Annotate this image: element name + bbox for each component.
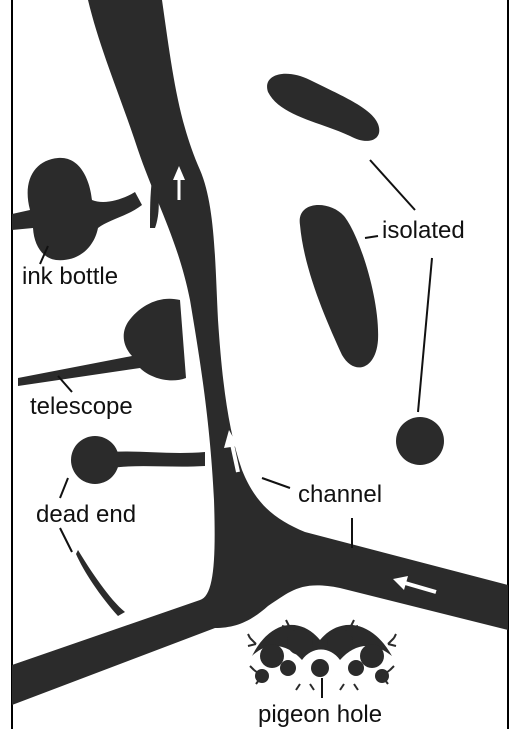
isolated-pore-top	[267, 74, 379, 141]
isolated-pore-middle	[300, 205, 378, 367]
dead-end-stem	[110, 452, 205, 468]
main-channel	[12, 0, 508, 705]
leader-isolated-middle	[365, 236, 378, 238]
ink-bottle-pore	[12, 158, 142, 260]
label-channel: channel	[298, 481, 382, 508]
pore-network	[12, 0, 508, 705]
label-dead-end: dead end	[36, 501, 136, 528]
leader-dead-end-top	[60, 478, 68, 498]
leader-isolated-bottom	[418, 258, 432, 412]
leader-channel-top	[262, 478, 290, 488]
label-ink-bottle: ink bottle	[22, 263, 118, 290]
dead-end-spike	[76, 550, 125, 616]
label-telescope: telescope	[30, 393, 133, 420]
leader-dead-end-bottom	[60, 528, 72, 552]
label-pigeon-hole: pigeon hole	[258, 701, 382, 728]
label-isolated: isolated	[382, 217, 465, 244]
isolated-pore-bottom	[396, 417, 444, 465]
telescope-pore	[18, 299, 186, 386]
leader-isolated-top	[370, 160, 415, 210]
